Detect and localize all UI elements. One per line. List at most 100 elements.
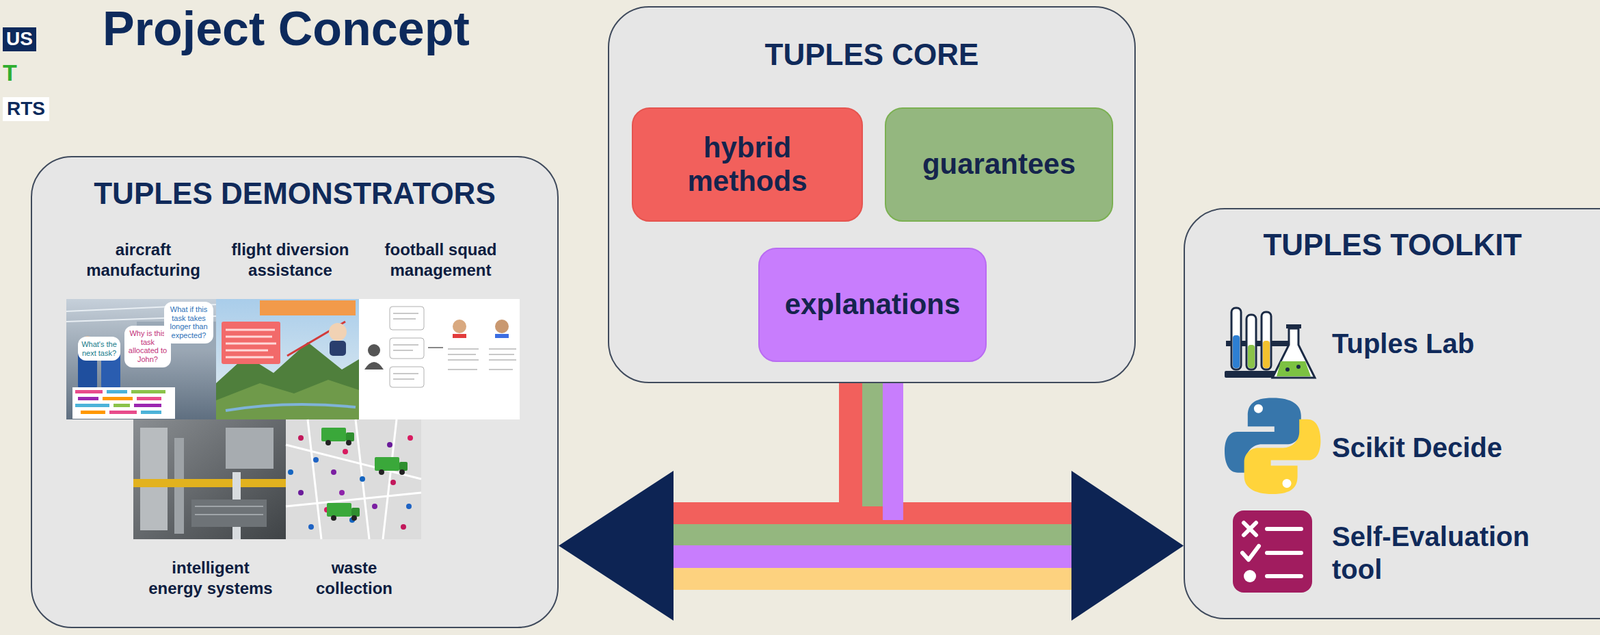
aircraft-photo-part [77, 348, 98, 390]
waste-map-part-part [298, 489, 304, 496]
waste-map-part-part [359, 475, 366, 482]
flight-photo [216, 298, 359, 420]
waste-map-part-part [399, 469, 405, 475]
lab-icon-part [1276, 361, 1311, 377]
waste-map-part-part [287, 469, 294, 475]
football-slide-part [393, 313, 419, 379]
checklist-icon-part [1243, 569, 1257, 582]
lab-icon-part [1224, 370, 1291, 378]
demonstrator-item: intelligent energy systems [145, 557, 276, 599]
waste-map-part-part [400, 523, 407, 530]
demonstrator-item: football squad management [367, 239, 515, 281]
energy-photo-part [140, 427, 168, 530]
football-slide-part [389, 366, 424, 388]
demonstrator-item: aircraft manufacturing [69, 239, 217, 281]
checklist-icon-part [1242, 545, 1259, 560]
football-slide-part [447, 348, 517, 370]
aircraft-photo-part-part [106, 389, 128, 394]
connector-band [673, 567, 872, 590]
group-panel: TUPLES TOOLKITTuples LabScikit DecideSel… [1183, 207, 1600, 619]
item-label: football squad management [367, 239, 515, 281]
speech-bubble-text: What if this task takes longer than expe… [164, 301, 214, 344]
waste-map-part-part [326, 502, 352, 517]
python-logo [1224, 397, 1321, 494]
football-slide-part [495, 319, 509, 333]
connector-stem [838, 382, 863, 506]
energy-photo-part [133, 478, 286, 487]
waste-map-part-part [371, 503, 378, 509]
waste-map [285, 419, 422, 539]
waste-map-part [287, 434, 413, 530]
python-logo-part [1224, 397, 1302, 473]
football-slide-part [367, 343, 381, 357]
python-logo-part-part [1282, 478, 1292, 488]
waste-map-part-part [324, 506, 330, 513]
aircraft-photo-part-part [136, 396, 162, 400]
logo-text: US [2, 27, 37, 52]
checklist-icon-part [1243, 522, 1257, 535]
waste-map-part-part [345, 439, 352, 446]
aircraft-photo-part-part [109, 410, 137, 414]
toolkit-item: Self-Evaluation tool [1331, 519, 1558, 586]
lab-icon [1224, 307, 1315, 378]
concept-label: hybrid methods [633, 131, 862, 198]
arrow-head [1071, 470, 1184, 621]
group-panel: TUPLES COREhybrid methodsguaranteesexpla… [607, 6, 1136, 383]
waste-map-part-part [351, 514, 357, 521]
energy-photo-part [191, 499, 267, 527]
item-label: flight diversion assistance [216, 239, 364, 281]
connector-band [871, 544, 1072, 568]
flight-photo-part [216, 341, 359, 420]
lab-icon-part [1232, 335, 1240, 368]
waste-map-part-part [342, 448, 349, 455]
energy-photo [133, 419, 286, 539]
waste-map-part-part [308, 523, 314, 530]
waste-map-part-part [374, 456, 400, 471]
checklist-icon [1232, 510, 1313, 593]
python-logo-part [1244, 419, 1322, 494]
energy-photo-part [232, 471, 241, 539]
aircraft-photo-part-part [131, 389, 166, 394]
aircraft-photo-part-part [75, 389, 103, 394]
waste-map-part-part [351, 507, 360, 517]
connector-stem [862, 382, 883, 506]
football-slide-part [495, 333, 509, 338]
waste-map-part-part [378, 469, 385, 475]
aircraft-photo-part [66, 304, 217, 322]
waste-map-part-part [390, 479, 396, 485]
lab-icon-part [1261, 311, 1272, 370]
demonstrator-item: waste collection [296, 557, 413, 599]
aircraft-photo-part-part [80, 410, 106, 414]
item-label: waste collection [296, 557, 413, 599]
item-label: Self-Evaluation tool [1331, 519, 1558, 586]
concept-box: hybrid methods [631, 107, 863, 222]
flight-photo-part [259, 300, 356, 316]
football-slide-part [364, 361, 384, 370]
waste-map-part-part [399, 461, 408, 471]
waste-map-part-part [313, 456, 319, 463]
aircraft-photo-part [72, 387, 176, 419]
connector-arrow [558, 382, 904, 621]
aircraft-photo-part [104, 339, 117, 352]
connector-arrow [838, 382, 1184, 621]
lab-icon-part [1286, 324, 1302, 329]
flight-photo-part [225, 329, 277, 357]
logo-text: T [2, 60, 18, 86]
concept-box: guarantees [884, 107, 1114, 222]
logo-text: RTS [2, 97, 50, 122]
flight-photo-part [328, 322, 347, 341]
checklist-icon-part [1267, 528, 1302, 576]
item-label: aircraft manufacturing [69, 239, 217, 281]
football-slide-part [389, 306, 424, 330]
lab-icon-part [1247, 344, 1255, 368]
waste-map-part-part [339, 489, 345, 496]
waste-map-part [285, 419, 422, 539]
waste-map-part-part [330, 514, 337, 521]
group-panel: TUPLES DEMONSTRATORSaircraft manufacturi… [30, 155, 559, 628]
aircraft-photo-part-part [140, 410, 162, 414]
energy-photo-part [133, 419, 286, 539]
energy-photo-part [174, 437, 184, 534]
lab-icon-part [1225, 340, 1289, 346]
football-slide-part [389, 337, 424, 359]
